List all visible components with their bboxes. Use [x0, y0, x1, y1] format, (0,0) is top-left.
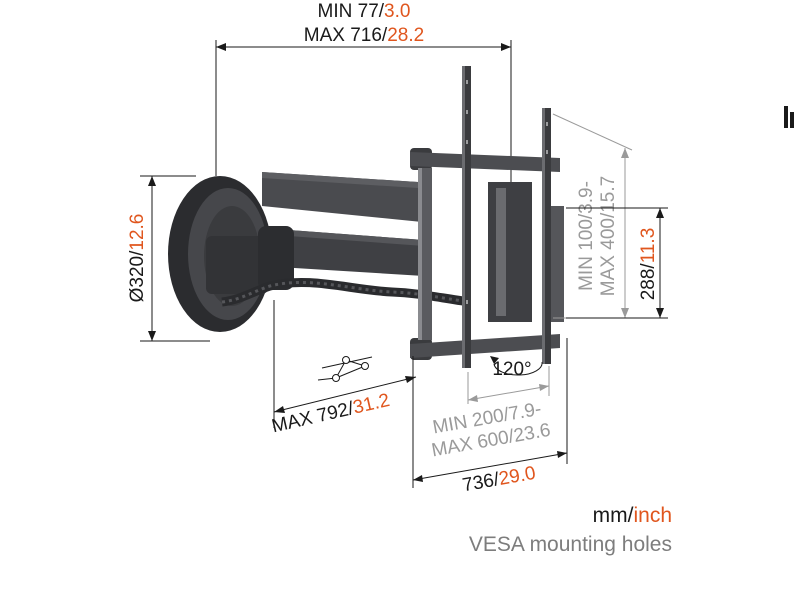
- depth-min-label: MIN 77/3.0: [318, 1, 411, 22]
- rotation-label: 120°: [492, 359, 531, 380]
- height-label: 288/11.3: [638, 228, 659, 301]
- plate-diameter-label: Ø320/12.6: [127, 214, 148, 303]
- vesa-vertical-min-label: MIN 100/3.9-: [576, 181, 597, 291]
- vesa-legend: VESA mounting holes: [468, 533, 672, 556]
- vesa-horizontal-dimension: MIN 200/7.9- MAX 600/23.6: [430, 366, 552, 461]
- width-label: 736/29.0: [461, 463, 537, 497]
- units-mm-label: mm/: [592, 504, 634, 527]
- vesa-vertical-max-label: MAX 400/15.7: [598, 176, 619, 296]
- height-dimension: 288/11.3: [566, 207, 668, 319]
- swivel-icon: [317, 356, 373, 382]
- units-inch-label: inch: [633, 504, 672, 527]
- width-dimension: 736/29.0: [412, 338, 568, 497]
- extension-max-label: MAX 792/31.2: [270, 390, 392, 438]
- rotation-indicator: 120°: [490, 356, 543, 380]
- depth-max-label: MAX 716/28.2: [304, 25, 424, 46]
- mount-illustration: [168, 66, 564, 368]
- units-legend: mm/inch: [593, 504, 672, 528]
- vesa-vertical-dimension: MIN 100/3.9- MAX 400/15.7: [552, 113, 633, 319]
- extension-dimension: MAX 792/31.2: [270, 300, 417, 438]
- depth-dimension: MIN 77/3.0 MAX 716/28.2: [215, 1, 512, 200]
- plate-diameter-dimension: Ø320/12.6: [127, 175, 210, 342]
- brand-mark-icon: [784, 106, 794, 128]
